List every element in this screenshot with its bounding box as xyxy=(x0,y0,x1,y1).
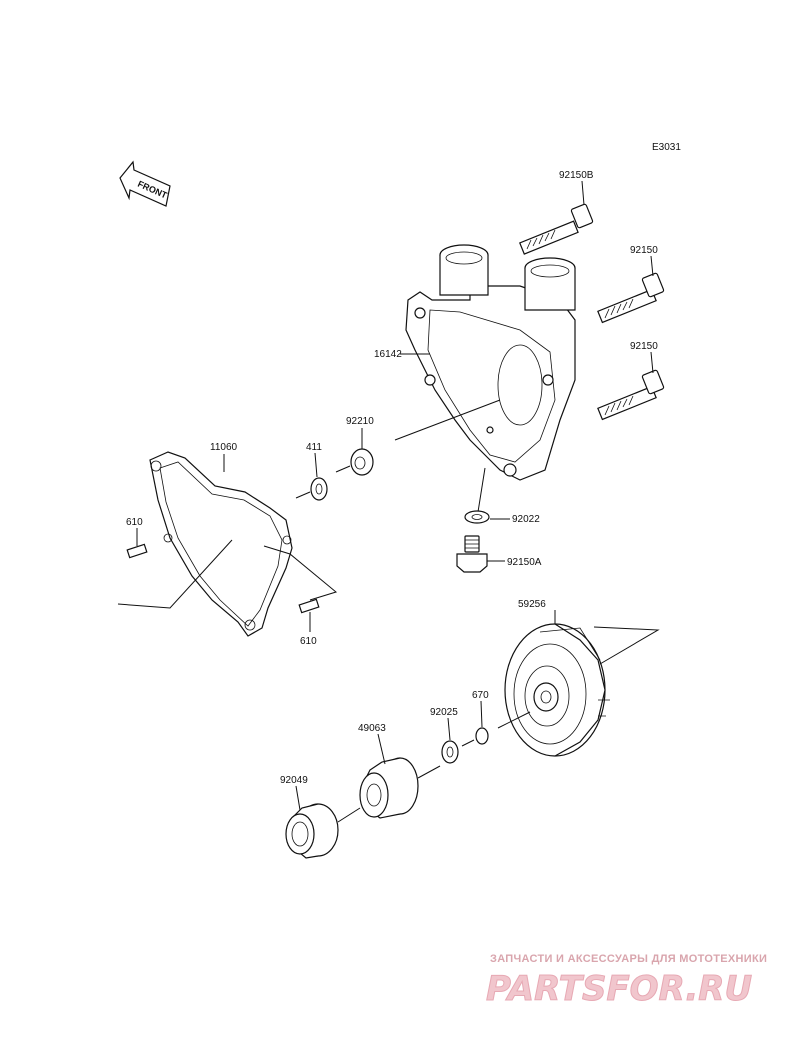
centerline-housing xyxy=(593,626,660,665)
label-11060: 11060 xyxy=(210,442,238,453)
leader-670 xyxy=(480,700,483,728)
label-92049: 92049 xyxy=(280,775,308,786)
centerline-washer-92025 xyxy=(461,739,475,747)
leader-92049 xyxy=(295,785,301,811)
leader-411 xyxy=(314,452,318,478)
centerline-gasket-left xyxy=(117,539,233,609)
leader-92150b xyxy=(581,180,585,206)
washer-92025 xyxy=(441,740,459,764)
oring-670 xyxy=(475,727,489,745)
front-arrow-icon: FRONT xyxy=(119,160,171,207)
label-59256: 59256 xyxy=(518,599,546,610)
watermark-brand: PARTSFOR.RU xyxy=(486,969,752,1009)
leader-92150-mid xyxy=(650,255,654,277)
dowel-pin-left xyxy=(126,543,148,559)
label-92150a: 92150A xyxy=(507,557,542,568)
label-92025: 92025 xyxy=(430,707,458,718)
label-670: 670 xyxy=(472,690,489,701)
label-92022: 92022 xyxy=(512,514,540,525)
label-92150-low: 92150 xyxy=(630,341,658,352)
watermark-tagline: ЗАПЧАСТИ И АКСЕССУАРЫ ДЛЯ МОТОТЕХНИКИ xyxy=(490,953,767,965)
centerline-mech-seal xyxy=(417,765,441,779)
label-16142: 16142 xyxy=(374,349,402,360)
label-92150b: 92150B xyxy=(559,170,594,181)
leader-49063 xyxy=(377,733,386,765)
leader-92150-low xyxy=(650,351,654,374)
water-pump-cover xyxy=(405,244,576,481)
label-610-left: 610 xyxy=(126,517,143,528)
centerline-nut xyxy=(335,465,351,473)
nut-92210 xyxy=(350,448,374,476)
bolt-92150b xyxy=(519,203,594,255)
washer-411 xyxy=(310,477,328,501)
drain-bolt-92150a xyxy=(456,535,488,573)
label-49063: 49063 xyxy=(358,723,386,734)
diagram-code: E3031 xyxy=(652,142,681,153)
centerline-drain xyxy=(477,467,486,513)
centerline-gasket-right xyxy=(263,545,338,601)
mechanical-seal-49063 xyxy=(359,757,419,819)
centerline-washer xyxy=(295,491,311,499)
leader-92025 xyxy=(447,717,451,741)
centerline-oring xyxy=(497,711,531,729)
label-610-right: 610 xyxy=(300,636,317,647)
oil-seal-92049 xyxy=(285,803,339,859)
label-92210: 92210 xyxy=(346,416,374,427)
centerline-oil-seal xyxy=(337,807,361,823)
label-92150-mid: 92150 xyxy=(630,245,658,256)
drain-washer-92022 xyxy=(464,510,490,524)
centerline-cover xyxy=(394,399,501,441)
bolt-92150-low xyxy=(597,369,665,421)
label-411: 411 xyxy=(306,442,322,453)
impeller-housing-59256 xyxy=(504,623,610,757)
dowel-pin-right xyxy=(298,598,320,614)
gasket-11060 xyxy=(149,451,293,637)
bolt-92150-mid xyxy=(597,272,665,324)
